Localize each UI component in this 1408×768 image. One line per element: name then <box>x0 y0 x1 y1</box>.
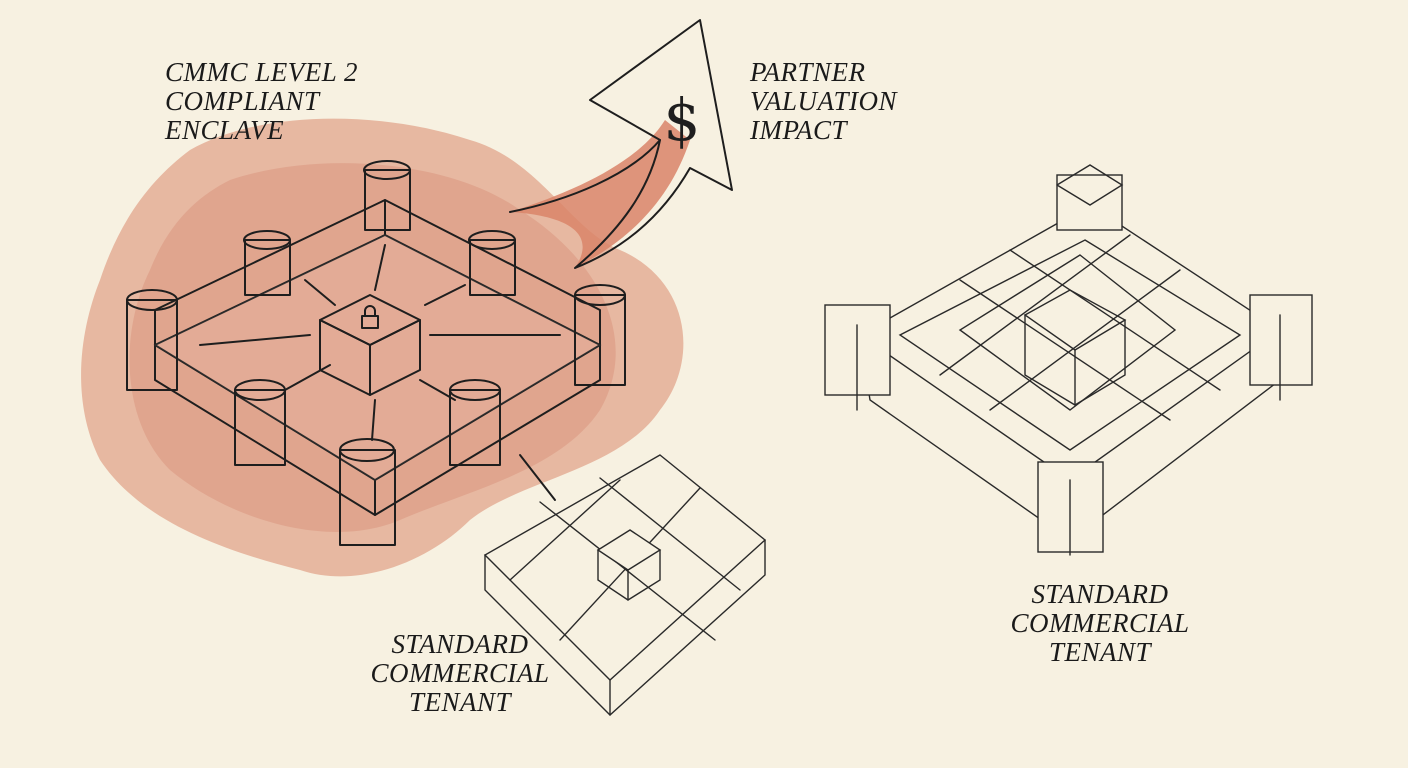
large-commercial-tenant <box>824 164 1313 556</box>
enclave-label: CMMC LEVEL 2 COMPLIANT ENCLAVE <box>165 58 358 145</box>
label-line: STANDARD <box>1031 579 1169 609</box>
tower <box>339 438 396 546</box>
fortress-walls <box>153 199 602 516</box>
corner-block <box>824 304 891 411</box>
corner-block <box>1037 461 1104 556</box>
label-line: TENANT <box>1048 637 1152 667</box>
tower <box>243 230 291 296</box>
lock-icon <box>361 305 379 329</box>
small-commercial-tenant <box>483 454 767 716</box>
valuation-arrow: $ <box>509 19 733 269</box>
tower <box>449 379 501 466</box>
connection-arrows <box>199 244 561 501</box>
label-line: CMMC LEVEL 2 <box>165 57 359 87</box>
corner-block <box>1056 164 1124 231</box>
compliant-enclave-fortress <box>126 160 626 546</box>
tenant-small-label: STANDARD COMMERCIAL TENANT <box>340 630 580 717</box>
tower <box>468 230 516 296</box>
label-line: ENCLAVE <box>165 115 285 145</box>
label-line: COMPLIANT <box>165 86 320 116</box>
tenant-large-label: STANDARD COMMERCIAL TENANT <box>980 580 1220 667</box>
valuation-label: PARTNER VALUATION IMPACT <box>750 58 897 145</box>
label-line: PARTNER <box>750 57 866 87</box>
label-line: TENANT <box>408 687 512 717</box>
tower <box>574 284 626 386</box>
label-line: IMPACT <box>750 115 848 145</box>
dollar-icon: $ <box>664 86 701 154</box>
central-keep <box>319 294 421 396</box>
tower <box>363 160 411 231</box>
label-line: STANDARD <box>391 629 529 659</box>
label-line: COMMERCIAL <box>370 658 550 688</box>
corner-block <box>1249 294 1313 401</box>
tower <box>126 289 178 391</box>
label-line: COMMERCIAL <box>1010 608 1190 638</box>
label-line: VALUATION <box>750 86 898 116</box>
